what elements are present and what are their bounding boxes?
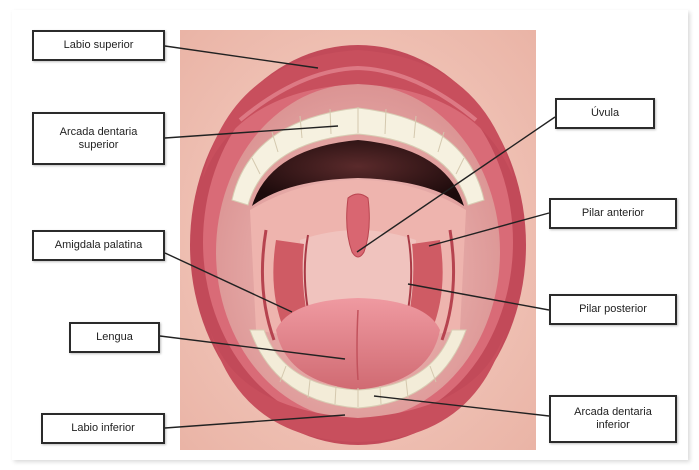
- label-uvula: Úvula: [555, 98, 655, 129]
- label-labio-inferior-text: Labio inferior: [71, 422, 135, 435]
- label-amigdala-palatina: Amigdala palatina: [32, 230, 165, 261]
- label-arcada-dentaria-inferior: Arcada dentaria inferior: [549, 395, 677, 443]
- label-labio-superior: Labio superior: [32, 30, 165, 61]
- label-arcada-inferior-line1: Arcada dentaria: [574, 406, 652, 419]
- label-amigdala-text: Amigdala palatina: [55, 239, 142, 252]
- label-arcada-inferior-line2: inferior: [596, 419, 630, 432]
- label-labio-superior-text: Labio superior: [64, 39, 134, 52]
- label-arcada-dentaria-superior: Arcada dentaria superior: [32, 112, 165, 165]
- label-pilar-posterior: Pilar posterior: [549, 294, 677, 325]
- label-arcada-superior-line2: superior: [79, 139, 119, 152]
- label-pilar-anterior-text: Pilar anterior: [582, 207, 644, 220]
- label-arcada-superior-line1: Arcada dentaria: [60, 126, 138, 139]
- label-lengua-text: Lengua: [96, 331, 133, 344]
- label-pilar-anterior: Pilar anterior: [549, 198, 677, 229]
- uvula: [347, 194, 370, 257]
- label-pilar-posterior-text: Pilar posterior: [579, 303, 647, 316]
- open-mouth-illustration: [180, 30, 536, 450]
- label-labio-inferior: Labio inferior: [41, 413, 165, 444]
- label-lengua: Lengua: [69, 322, 160, 353]
- label-uvula-text: Úvula: [591, 107, 619, 120]
